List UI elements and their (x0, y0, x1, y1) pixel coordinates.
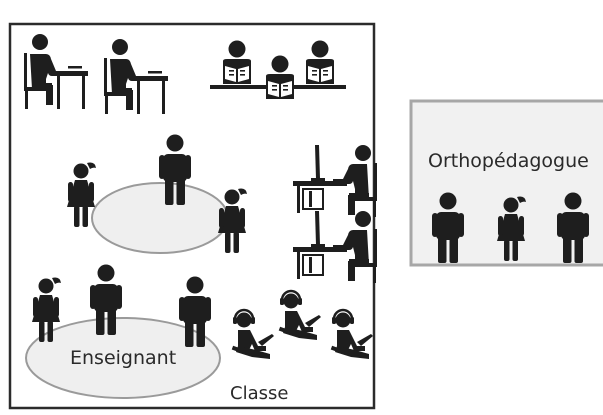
teacher-group-table (25, 317, 221, 399)
support-room-label: Orthopédagogue (428, 150, 589, 172)
teacher-group-label: Enseignant (70, 347, 177, 369)
reading-student-icon (223, 40, 251, 84)
headphones-student-icon (230, 308, 276, 361)
headphones-student-icon (277, 289, 323, 342)
student-at-desk-icon (104, 39, 168, 114)
headphones-student-icon (329, 308, 375, 361)
reading-student-icon (306, 40, 334, 84)
classroom-label: Classe (230, 383, 289, 404)
computer-student-icon (292, 144, 378, 218)
computer-student-icon (292, 210, 378, 284)
reading-student-icon (266, 55, 294, 99)
student-at-desk-icon (24, 34, 88, 109)
girl-icon (218, 188, 247, 253)
group-table (91, 182, 229, 254)
